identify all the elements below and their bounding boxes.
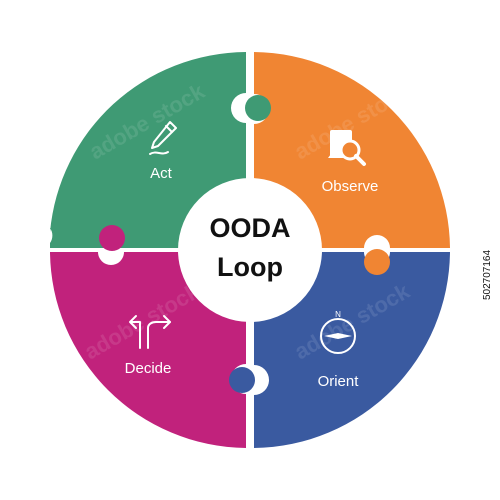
compass-icon: N	[320, 310, 356, 354]
puzzle-knob-top	[245, 95, 271, 121]
puzzle-knob-right	[364, 249, 390, 275]
quadrant-decide	[50, 252, 246, 448]
act-label: Act	[150, 165, 173, 182]
puzzle-knob-bottom	[229, 367, 255, 393]
quadrant-act	[50, 52, 246, 248]
puzzle-knob-left	[99, 225, 125, 251]
side-id-text: 502707164	[482, 250, 493, 300]
decide-label: Decide	[125, 360, 172, 377]
pen-icon	[149, 121, 177, 155]
center-title-line1: OODA	[210, 213, 291, 243]
document-magnifier-icon	[328, 130, 366, 166]
orient-label: Orient	[318, 373, 360, 390]
split-arrows-icon	[129, 315, 171, 349]
quadrant-orient	[254, 252, 450, 448]
svg-text:N: N	[335, 310, 341, 319]
center-title-line2: Loop	[217, 252, 283, 282]
center-circle	[178, 178, 322, 322]
observe-label: Observe	[322, 178, 379, 195]
